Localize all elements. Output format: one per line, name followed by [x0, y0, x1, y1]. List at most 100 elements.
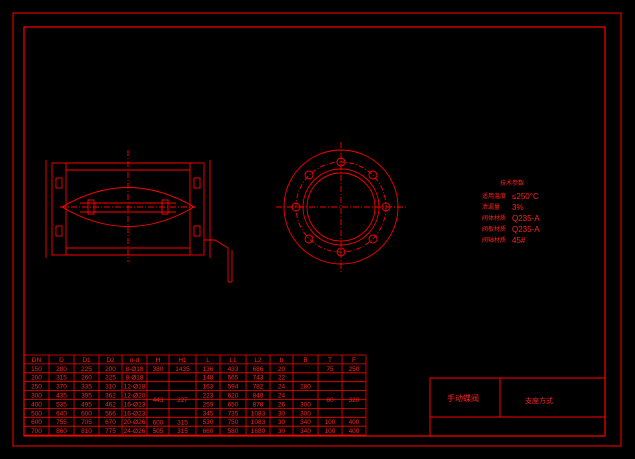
tech-value-3: Q235-A — [512, 225, 540, 234]
table-cell: 600 — [31, 419, 42, 426]
table-cell: 435 — [56, 393, 67, 400]
table-cell: 566 — [105, 410, 116, 417]
table-cell: 600 — [81, 410, 92, 417]
table-cell: 580 — [228, 428, 239, 435]
table-cell: 345 — [203, 410, 214, 417]
tech-value-1: 3% — [512, 203, 524, 212]
table-header-cell: H — [156, 357, 161, 364]
tech-notes-title: 技术参数 — [500, 179, 524, 187]
table-cell: 30 — [278, 419, 286, 426]
table-header-cell: L1 — [229, 357, 237, 364]
table-cell: 705 — [81, 419, 92, 426]
table-header-cell: D1 — [82, 357, 91, 364]
table-cell: 686 — [253, 366, 264, 373]
table-header-cell: n-d — [130, 357, 140, 364]
table-cell: 565 — [228, 375, 239, 382]
table-cell: 100 — [325, 428, 336, 435]
table-header-cell: DN — [32, 357, 42, 364]
table-cell: 735 — [228, 410, 239, 417]
table-cell: 12-Ø18 — [124, 384, 146, 391]
table-cell: 860 — [56, 428, 67, 435]
tech-label-1: 泄漏量 — [482, 203, 500, 211]
table-cell: 24 — [278, 393, 286, 400]
table-cell: 26 — [278, 401, 286, 408]
table-merged-cell: 80 — [326, 397, 334, 404]
table-cell: 22 — [278, 375, 286, 382]
table-header-cell: D — [59, 357, 64, 364]
table-cell: 380 — [153, 366, 164, 373]
table-cell: 260 — [81, 375, 92, 382]
table-cell: 75 — [326, 366, 334, 373]
table-cell: 400 — [349, 428, 360, 435]
table-cell: 16-Ø23 — [124, 410, 146, 417]
table-merged-cell: 1435 — [175, 366, 190, 373]
table-cell: 8-Ø18 — [125, 375, 143, 382]
table-cell: 24-Ø26 — [124, 428, 146, 435]
title-block-name: 手动蝶阀 — [447, 393, 479, 403]
table-cell: 225 — [81, 366, 92, 373]
table-cell: 400 — [31, 401, 42, 408]
table-cell: 370 — [56, 384, 67, 391]
table-cell: 12-Ø20 — [124, 393, 146, 400]
table-merged-cell: 315 — [177, 428, 188, 435]
tech-label-3: 阀板材质 — [482, 225, 506, 233]
table-merged-cell: 505 — [153, 428, 164, 435]
table-cell: 660 — [203, 428, 214, 435]
table-cell: 755 — [56, 419, 67, 426]
tech-notes-list: 适用温度 ≤250°C 泄漏量 3% 阀体材质 Q235-A 阀板材质 Q235… — [482, 192, 540, 245]
table-cell: 782 — [253, 384, 264, 391]
table-cell: 30 — [278, 428, 286, 435]
table-merged-cell: 600 — [153, 419, 164, 426]
outer-border — [12, 12, 622, 447]
table-cell: 743 — [253, 375, 264, 382]
table-cell: 775 — [105, 428, 116, 435]
table-cell: 462 — [105, 401, 116, 408]
valve-front-view — [276, 142, 406, 272]
table-cell: 530 — [203, 419, 214, 426]
tech-value-2: Q235-A — [512, 214, 540, 223]
table-cell: 1083 — [251, 419, 266, 426]
table-cell: 315 — [56, 375, 67, 382]
table-header-cell: H1 — [178, 357, 187, 364]
valve-side-view — [45, 150, 233, 283]
table-cell: 362 — [105, 393, 116, 400]
table-cell: 340 — [300, 419, 311, 426]
table-cell: 300 — [300, 401, 311, 408]
table-cell: 310 — [105, 384, 116, 391]
table-cell: 200 — [31, 375, 42, 382]
table-cell: 620 — [228, 393, 239, 400]
table-cell: 395 — [81, 393, 92, 400]
table-cell: 100 — [325, 419, 336, 426]
table-cell: 8-Ø18 — [125, 366, 143, 373]
table-cell: 640 — [56, 410, 67, 417]
table-cell: 400 — [349, 419, 360, 426]
table-merged-cell: 280 — [300, 384, 311, 391]
table-cell: 340 — [300, 428, 311, 435]
table-cell: 200 — [105, 366, 116, 373]
table-merged-cell: 315 — [177, 419, 188, 426]
tech-label-4: 阀轴材质 — [482, 236, 506, 244]
table-header-cell: D2 — [106, 357, 115, 364]
tech-value-4: 45# — [512, 236, 526, 245]
table-cell: 1083 — [251, 410, 266, 417]
table-cell: 650 — [228, 401, 239, 408]
table-cell: 750 — [228, 419, 239, 426]
table-header-cell: F — [352, 357, 356, 364]
table-header-cell: L — [206, 357, 210, 364]
table-cell: 259 — [203, 401, 214, 408]
table-cell: 500 — [31, 410, 42, 417]
table-cell: 700 — [31, 428, 42, 435]
table-cell: 300 — [300, 410, 311, 417]
tech-label-0: 适用温度 — [482, 192, 506, 200]
table-cell: 136 — [203, 366, 214, 373]
tech-label-2: 阀体材质 — [482, 214, 506, 222]
table-cell: 223 — [203, 393, 214, 400]
table-cell: 433 — [228, 366, 239, 373]
table-merged-cell: 320 — [349, 397, 360, 404]
table-cell: 1680 — [251, 428, 266, 435]
table-cell: 148 — [203, 375, 214, 382]
title-block — [429, 377, 606, 437]
